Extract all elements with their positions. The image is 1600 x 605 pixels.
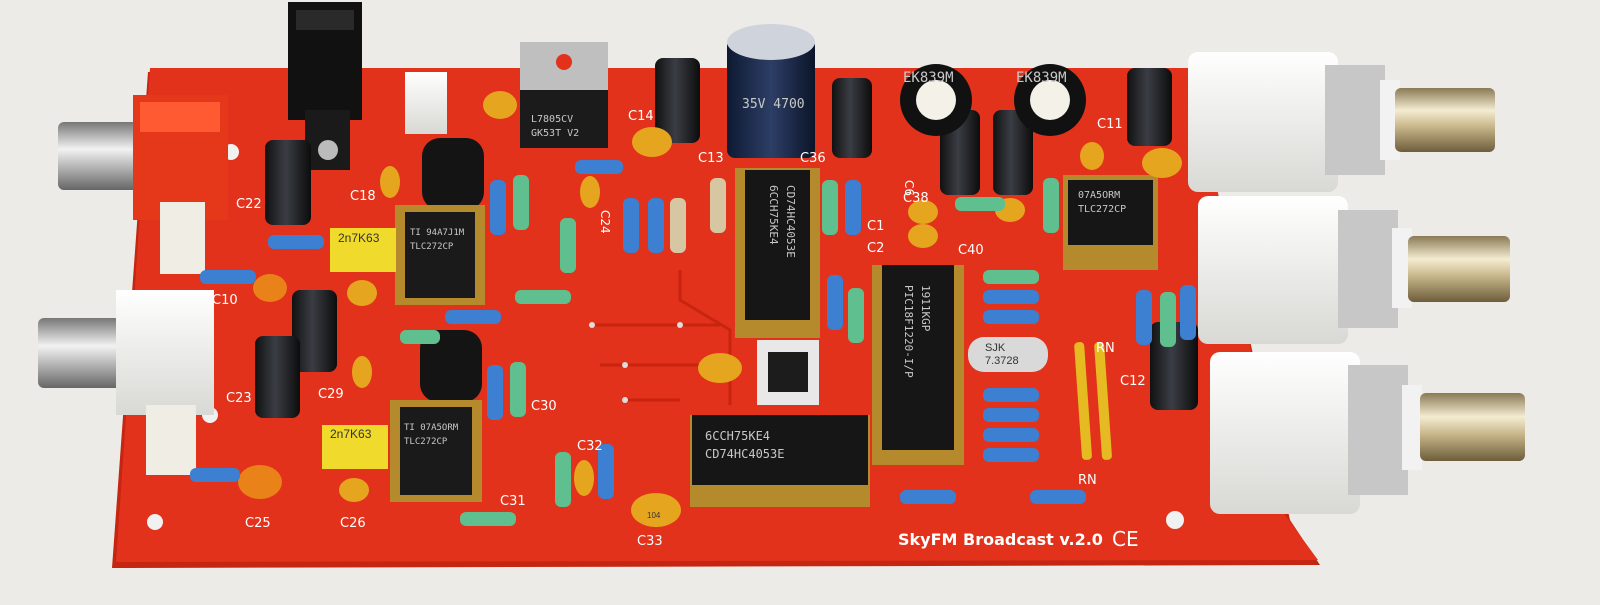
label-c12: C12 [1120,374,1146,389]
label-c31: C31 [500,494,526,509]
resistors [190,160,1196,526]
label-c38: C38 [903,191,929,206]
ic-left-top: TI 94A7J1M TLC272CP [395,205,485,305]
rca-jack-bottom [38,290,214,475]
label-c29: C29 [318,387,344,402]
label-c25: C25 [245,516,271,531]
ic-pic-microcontroller: PIC18F1220-I/P 1911KGP [872,265,964,465]
trimmer-potentiometers: EK839M EK839M [900,64,1086,136]
big-cap-text: 35V 4700 [742,97,805,112]
label-c1: C1 [867,219,884,234]
label-c11: C11 [1097,117,1123,132]
label-c23: C23 [226,391,252,406]
film-capacitor-top: 2n7K63 [330,228,396,272]
ic-right-line2: TLC272CP [1078,204,1126,215]
ic-mux-horizontal-line2: CD74HC4053E [705,447,784,461]
c33-code: 104 [647,511,661,520]
ic-left-bottom-line1: TI 07A5ORM [404,423,459,433]
label-rn-bottom: RN [1078,473,1097,488]
dc-power-jack [288,2,362,170]
pin-header [405,72,447,134]
label-c14: C14 [628,109,654,124]
bnc-connector-bottom [1210,352,1525,514]
label-c40: C40 [958,243,984,258]
trimmer-left-label: EK839M [903,70,954,86]
ic-right: 07A5ORM TLC272CP [1063,175,1158,270]
ic-left-bottom: TI 07A5ORM TLC272CP [390,400,482,502]
voltage-regulator: L7805CV GK53T V2 [520,42,608,148]
silkscreen-labels: C22 C18 C10 C23 C29 C25 C26 C31 C30 C32 … [212,109,1146,549]
crystal-oscillator: SJK 7.3728 [968,337,1048,372]
ic-left-bottom-line2: TLC272CP [404,437,448,447]
inductors [420,138,484,402]
ic-mux-horizontal: 6CCH75KE4 CD74HC4053E [690,415,870,507]
ic-mux-vertical-line1: 6CCH75KE4 [767,185,780,245]
label-c22: C22 [236,197,262,212]
ic-mux-horizontal-line1: 6CCH75KE4 [705,429,770,443]
label-c30: C30 [531,399,557,414]
crystal-line2: 7.3728 [985,355,1019,367]
electrolytic-capacitors [255,58,1198,418]
label-c36: C36 [800,151,826,166]
ic-left-top-line2: TLC272CP [410,242,454,252]
trimmer-right-label: EK839M [1016,70,1067,86]
label-c32: C32 [577,439,603,454]
label-c26: C26 [340,516,366,531]
ic-pic-line1: PIC18F1220-I/P [902,285,915,378]
label-c18: C18 [350,189,376,204]
ce-mark: CE [1112,527,1139,551]
label-c10: C10 [212,293,238,308]
ic-mux-vertical: 6CCH75KE4 CD74HC4053E [735,168,820,338]
big-electrolytic-capacitor: 35V 4700 [727,24,815,158]
ic-left-top-line1: TI 94A7J1M [410,228,465,238]
label-rn-top: RN [1096,341,1115,356]
ic-pic-line2: 1911KGP [919,285,932,332]
resistor-networks [1074,342,1112,460]
film-cap-top-label: 2n7K63 [338,231,380,245]
label-c13: C13 [698,151,724,166]
film-capacitor-bottom: 2n7K63 [322,425,388,469]
push-button [757,340,819,405]
ic-right-line1: 07A5ORM [1078,190,1120,201]
label-c6: C6 [902,180,916,196]
brand-text: SkyFM Broadcast v.2.0 [898,530,1103,549]
ceramic-capacitor-c33: 104 [631,493,681,527]
regulator-code: GK53T V2 [531,128,579,139]
film-cap-bottom-label: 2n7K63 [330,427,372,441]
rca-jack-top [58,95,228,274]
label-c33: C33 [637,534,663,549]
crystal-line1: SJK [985,342,1006,354]
label-c2: C2 [867,241,884,256]
bnc-connector-top [1188,52,1495,192]
ic-mux-vertical-line2: CD74HC4053E [784,185,797,258]
bnc-connector-middle [1198,196,1510,344]
regulator-label: L7805CV [531,114,573,125]
label-c24: C24 [598,210,612,234]
orange-ceramic-capacitors [238,274,287,499]
